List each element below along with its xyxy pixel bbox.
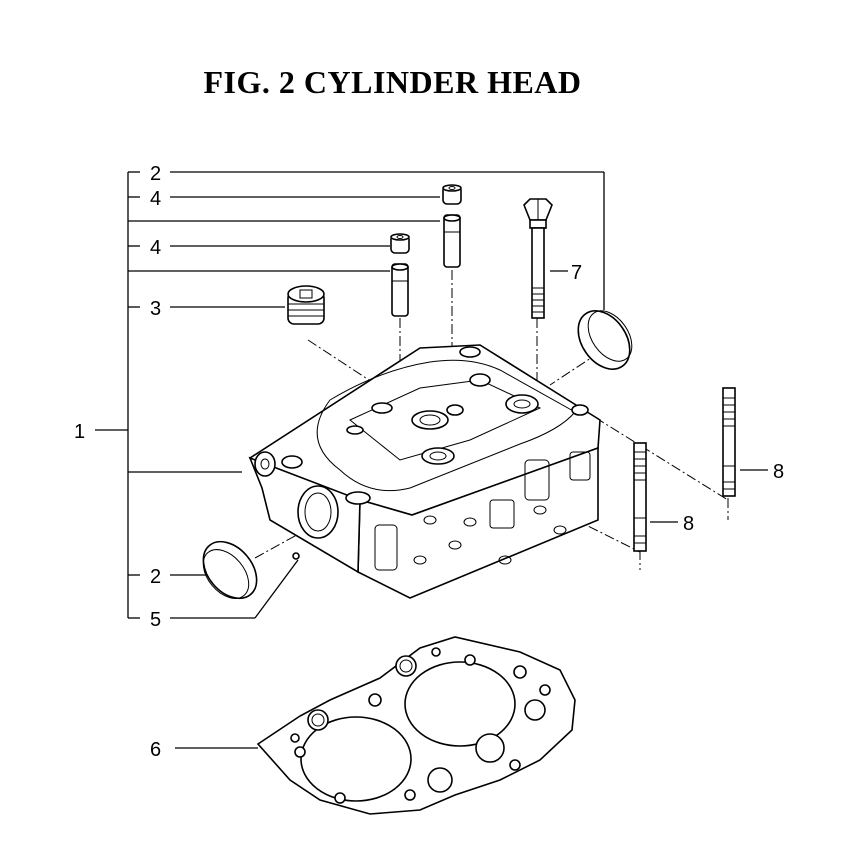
figure-title: FIG. 2 CYLINDER HEAD — [203, 64, 582, 100]
threaded-plug — [287, 285, 325, 325]
valve-guide-lower — [391, 263, 409, 317]
callout-1: 1 — [74, 421, 85, 443]
cylinder-head-gasket — [256, 636, 576, 815]
callout-4-top: 4 — [150, 188, 161, 210]
callout-5: 5 — [150, 609, 161, 631]
callout-6: 6 — [150, 739, 161, 761]
sealing-cap-left — [202, 540, 258, 600]
callout-8-left: 8 — [683, 513, 694, 535]
stud-right — [722, 387, 736, 497]
cylinder-head-block — [248, 344, 601, 599]
cylinder-head-bolt — [523, 198, 553, 319]
callout-7: 7 — [571, 262, 582, 284]
valve-stem-seal-upper — [442, 184, 462, 205]
leader-lines — [95, 171, 768, 749]
stud-left — [633, 442, 647, 552]
sealing-cap-right — [577, 310, 633, 370]
valve-stem-seal-lower — [390, 233, 410, 254]
valve-guide-upper — [443, 214, 461, 268]
callout-4-lower: 4 — [150, 237, 161, 259]
callout-2-bottom: 2 — [150, 566, 161, 588]
callout-3: 3 — [150, 298, 161, 320]
callout-2-top: 2 — [150, 163, 161, 185]
callout-8-right: 8 — [773, 461, 784, 483]
